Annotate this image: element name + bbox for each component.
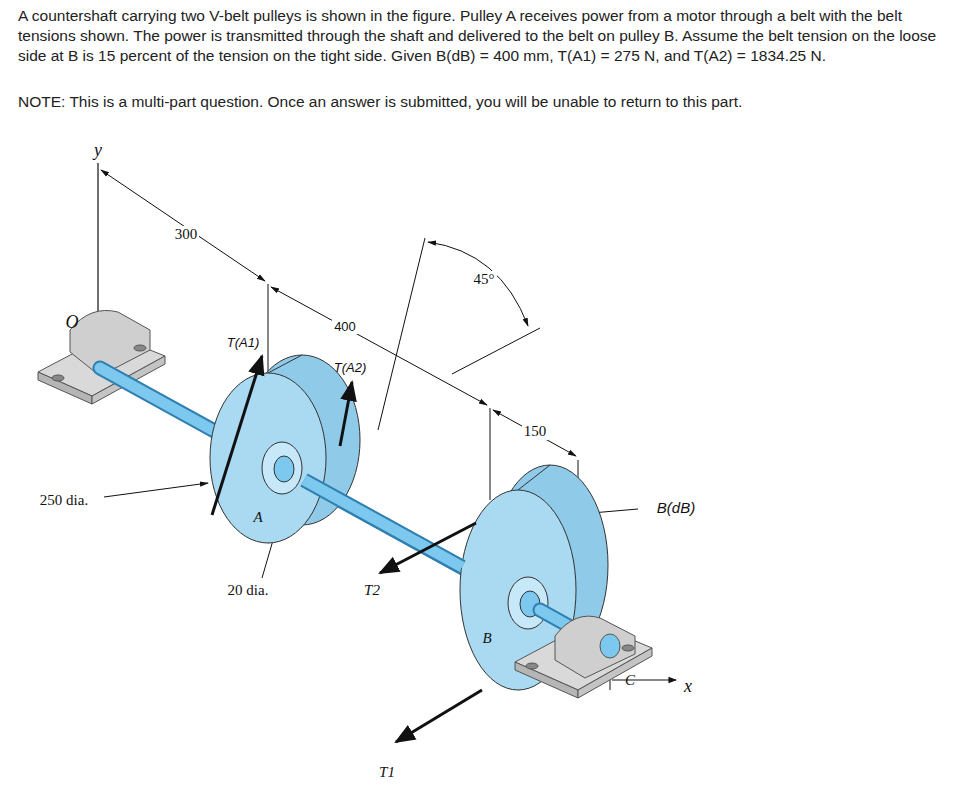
point-label: C <box>625 672 635 689</box>
dimension-label: 300 <box>173 226 200 243</box>
angle-label: 45° <box>472 271 497 288</box>
pulley <box>210 355 360 543</box>
diameter-label: 250 dia. <box>40 492 88 509</box>
point-label: O <box>66 312 79 333</box>
tension-label: T(A2) <box>334 360 367 375</box>
force-arrow <box>212 356 482 742</box>
dimension-label: 400 <box>332 319 358 334</box>
tension-label: T1 <box>379 764 395 781</box>
pulley-label: A <box>253 509 262 526</box>
note-text: NOTE: This is a multi-part question. Onc… <box>18 92 953 112</box>
dimension-lines <box>101 170 638 690</box>
bearing <box>515 616 652 698</box>
problem-text: A countershaft carrying two V-belt pulle… <box>18 6 953 66</box>
tension-label: T(A1) <box>227 335 260 350</box>
axis-label: x <box>684 676 692 697</box>
dimension-label: 150 <box>522 423 549 440</box>
pulley-diameter-label: B(dB) <box>657 499 695 516</box>
pulley-label: B <box>482 630 491 647</box>
tension-label: T2 <box>364 582 380 599</box>
x-axis <box>612 679 676 680</box>
diameter-label: 20 dia. <box>228 582 269 599</box>
axis-label: y <box>94 140 102 161</box>
